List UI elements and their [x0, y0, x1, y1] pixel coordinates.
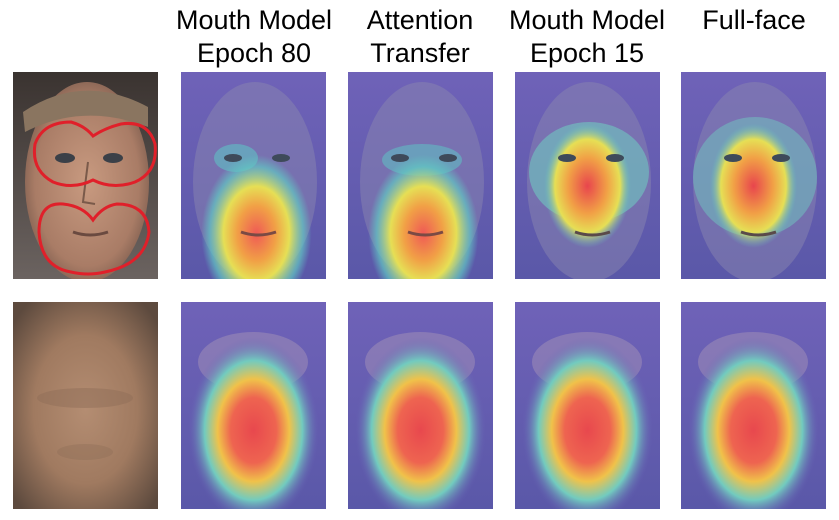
heatmap-mouth-epoch15-face [515, 72, 660, 279]
eyes-region-outline [32, 120, 157, 187]
column-title-mouth-model-epoch-15: Mouth Model Epoch 15 [508, 5, 666, 68]
heatmap-full-face [681, 72, 826, 279]
average-blurred-face [13, 302, 158, 509]
heatmap-attention-transfer-average [348, 302, 493, 509]
heatmap-attention-transfer-face [348, 72, 493, 279]
mouth-region-outline [37, 202, 151, 276]
heatmap-full-face-average [681, 302, 826, 509]
column-title-mouth-model-epoch-80: Mouth Model Epoch 80 [175, 5, 333, 68]
original-face-photo [13, 72, 158, 279]
column-title-full-face: Full-face [702, 5, 806, 35]
heatmap-mouth-epoch80-average [181, 302, 326, 509]
heatmap-mouth-epoch80-face [181, 72, 326, 279]
heatmap-mouth-epoch15-average [515, 302, 660, 509]
column-title-attention-transfer: Attention Transfer [366, 5, 474, 68]
